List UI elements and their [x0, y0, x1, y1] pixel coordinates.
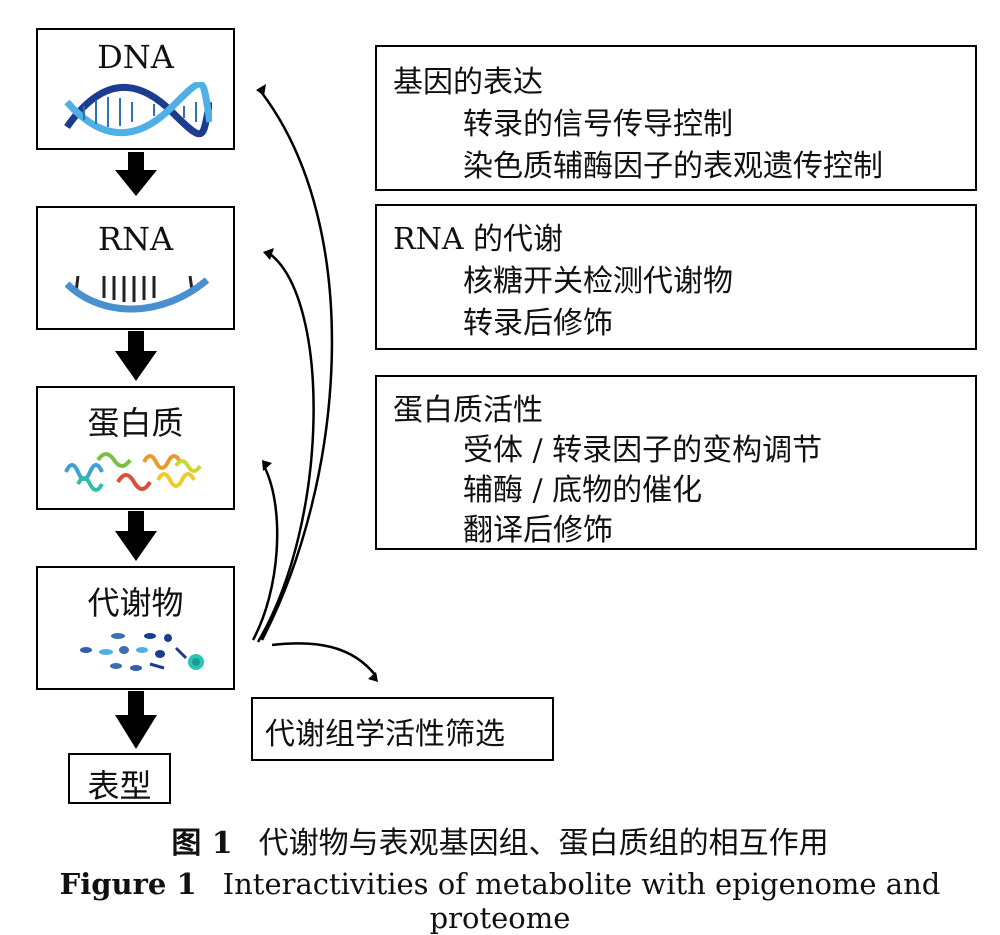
dna-label: DNA — [97, 38, 174, 76]
down-arrow — [115, 152, 157, 196]
rna-strand-icon — [64, 275, 210, 313]
rna-metabolism-box: RNA 的代谢 核糖开关检测代谢物 转录后修饰 — [375, 204, 977, 350]
dna-helix-icon — [64, 82, 212, 138]
feedback-arrow-rna — [256, 253, 315, 643]
protein-node: 蛋白质 — [36, 386, 235, 510]
phenotype-label: 表型 — [87, 767, 152, 805]
caption-label: Figure 1 — [59, 867, 197, 901]
protein-label: 蛋白质 — [87, 404, 184, 442]
metabolite-node: 代谢物 — [36, 566, 235, 690]
figure-caption-en: Figure 1 Interactivities of metabolite wi… — [0, 867, 1000, 935]
screening-arrow — [271, 642, 377, 677]
down-arrow — [115, 331, 157, 381]
feedback-arrow-protein — [251, 467, 279, 641]
gene-expression-title: 基因的表达 — [393, 65, 543, 100]
dna-node: DNA — [36, 28, 235, 150]
caption-text: Interactivities of metabolite with epige… — [222, 867, 941, 935]
screening-label: 代谢组学活性筛选 — [265, 717, 505, 752]
down-arrow — [115, 511, 157, 561]
protein-activity-title: 蛋白质活性 — [393, 393, 543, 428]
gene-expression-box: 基因的表达 转录的信号传导控制 染色质辅酶因子的表观遗传控制 — [375, 45, 977, 191]
phenotype-node: 表型 — [68, 753, 171, 805]
screening-box: 代谢组学活性筛选 — [251, 697, 554, 761]
rna-metabolism-line: 转录后修饰 — [463, 306, 613, 341]
rna-metabolism-title: RNA 的代谢 — [393, 222, 564, 257]
feedback-arrow-dna — [260, 92, 334, 641]
rna-node: RNA — [36, 206, 235, 330]
protein-activity-line: 受体 / 转录因子的变构调节 — [463, 433, 823, 468]
metabolites-icon — [80, 633, 204, 671]
protein-activity-box: 蛋白质活性 受体 / 转录因子的变构调节 辅酶 / 底物的催化 翻译后修饰 — [375, 375, 977, 550]
figure-caption-cn: 图 1 代谢物与表观基因组、蛋白质组的相互作用 — [0, 818, 1000, 862]
protein-activity-line: 翻译后修饰 — [463, 513, 613, 548]
down-arrow — [115, 691, 157, 749]
rna-metabolism-line: 核糖开关检测代谢物 — [463, 264, 733, 299]
metabolite-label: 代谢物 — [87, 584, 184, 622]
caption-text: 代谢物与表观基因组、蛋白质组的相互作用 — [258, 826, 829, 861]
caption-label: 图 1 — [171, 826, 233, 861]
gene-expression-line: 染色质辅酶因子的表观遗传控制 — [463, 149, 883, 184]
gene-expression-line: 转录的信号传导控制 — [463, 107, 733, 142]
protein-structure-icon — [64, 452, 202, 492]
rna-label: RNA — [97, 220, 174, 258]
protein-activity-line: 辅酶 / 底物的催化 — [463, 473, 703, 508]
